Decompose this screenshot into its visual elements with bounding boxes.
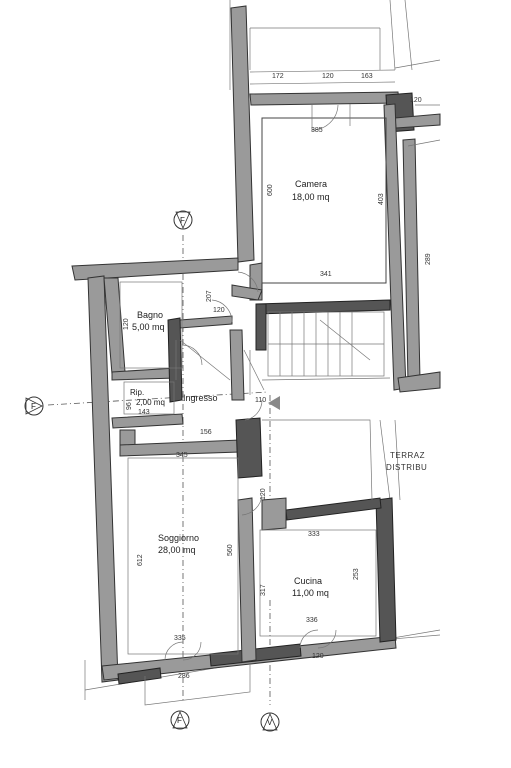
camera-name: Camera	[295, 179, 327, 189]
section-marker-f-bottom-label: F	[177, 716, 182, 725]
section-marker-f-bottom: F	[170, 710, 190, 730]
dim-top-b: 120	[322, 73, 334, 80]
dim-top-c: 163	[361, 73, 373, 80]
ingresso-name: Ingresso	[183, 393, 218, 403]
bagno-area: 5,00 mq	[132, 322, 165, 332]
dim-top-d: 120	[410, 97, 422, 104]
dim-top-a: 172	[272, 73, 284, 80]
dim-rip-a: 96	[126, 402, 133, 410]
section-marker-f-top: F	[173, 210, 193, 230]
dim-cucina-top: 333	[308, 531, 320, 538]
terrace-railing	[249, 69, 441, 147]
section-marker-f-left: F	[24, 396, 44, 416]
dim-ingresso-b: 110	[255, 397, 266, 404]
dim-camera-right: 403	[378, 193, 385, 205]
section-marker-v-bottom: V	[260, 712, 280, 732]
dim-sogg-bottom: 335	[174, 635, 186, 642]
dim-bagno-c: 207	[206, 290, 213, 302]
dim-sogg-mid: 560	[227, 544, 234, 556]
dim-bagno-b: 120	[123, 318, 130, 330]
dim-cucina-left: 317	[260, 584, 267, 596]
staircase	[175, 311, 391, 395]
rip-name: Rip.	[130, 388, 144, 397]
rip-area: 2,00 mq	[136, 398, 165, 407]
dim-camera-left: 600	[267, 184, 274, 196]
soggiorno-area: 28,00 mq	[158, 545, 196, 555]
section-marker-v-bottom-label: V	[267, 718, 273, 727]
dim-ingresso-a: 156	[200, 429, 212, 436]
dim-right-side: 289	[425, 253, 432, 265]
dim-bagno-a: 120	[213, 307, 225, 314]
cucina-name: Cucina	[294, 576, 322, 586]
terrace-label-1: TERRAZ	[390, 451, 425, 460]
cucina-area: 11,00 mq	[292, 588, 329, 598]
dim-cucina-bottom: 336	[306, 617, 318, 624]
dim-camera-top: 385	[311, 127, 323, 134]
room-outlines	[119, 117, 387, 655]
section-marker-f-top-label: F	[180, 216, 185, 225]
dim-sogg-left: 612	[137, 554, 144, 566]
soggiorno-name: Soggiorno	[158, 533, 199, 543]
dim-cucina-right: 253	[353, 568, 360, 580]
dim-rip-b: 143	[138, 409, 150, 416]
section-lines	[47, 235, 271, 705]
camera-area: 18,00 mq	[292, 192, 330, 202]
bagno-name: Bagno	[137, 310, 163, 320]
direction-arrow-icon	[268, 396, 280, 410]
dim-small-c: 120	[260, 488, 267, 500]
dim-camera-bottom: 341	[320, 271, 332, 278]
terrace-label-2: DISTRIBU	[386, 463, 427, 472]
section-marker-f-left-label: F	[31, 402, 36, 411]
doors	[144, 104, 351, 706]
walls	[71, 5, 441, 685]
dim-small-b: 120	[312, 653, 324, 660]
dim-sogg-top: 345	[176, 452, 188, 459]
dim-small-a: 286	[178, 673, 190, 680]
